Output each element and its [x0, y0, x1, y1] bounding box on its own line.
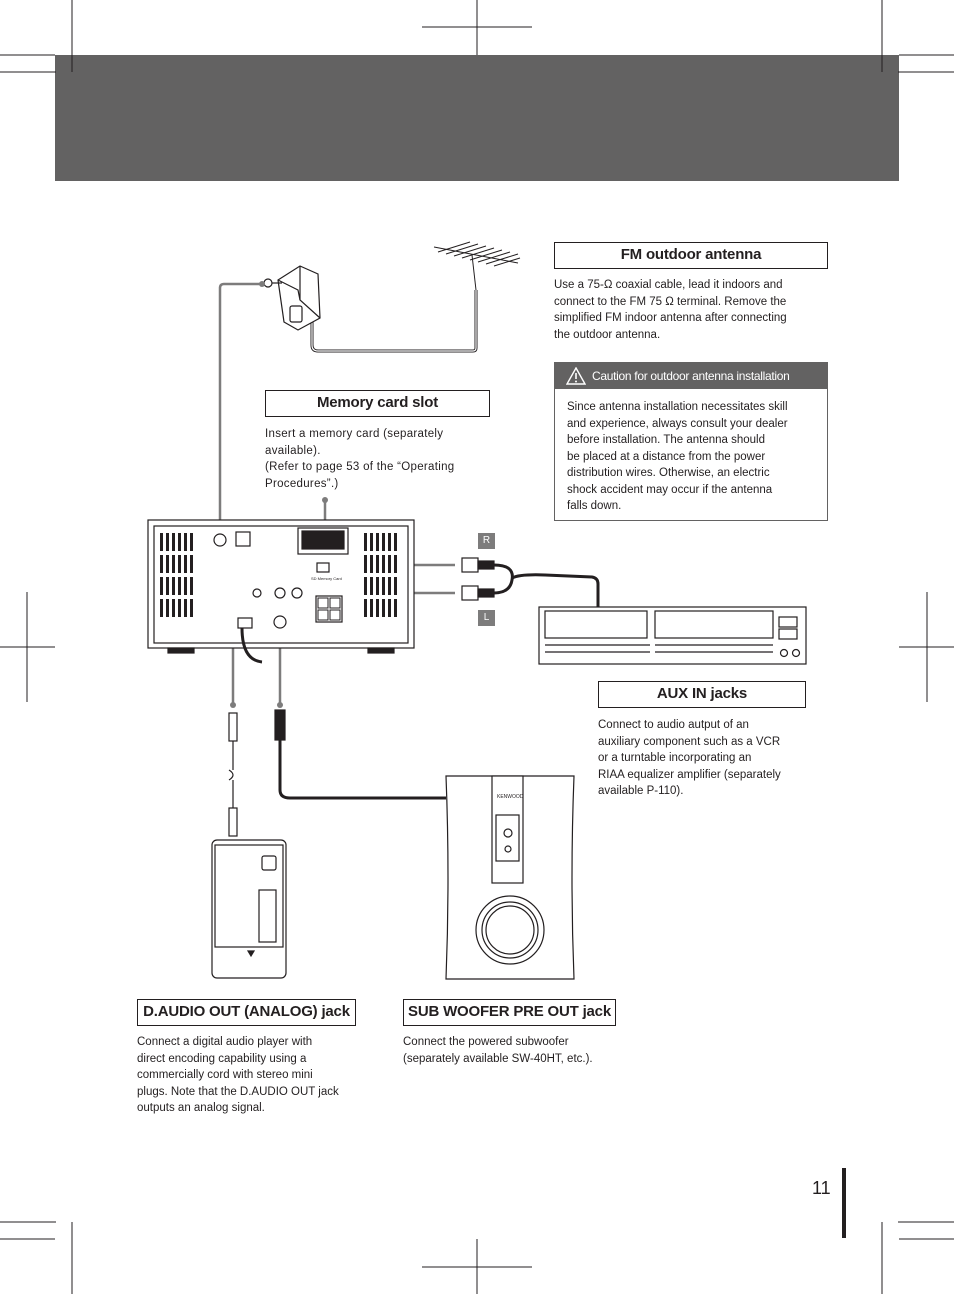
d-audio-out-heading: D.AUDIO OUT (ANALOG) jack	[137, 999, 356, 1026]
subwoofer-icon	[445, 775, 575, 980]
caution-box: Caution for outdoor antenna installation…	[554, 362, 828, 521]
slot-label: SD Memory Card	[311, 576, 342, 581]
right-channel-tag: R	[478, 533, 495, 549]
antenna-adapter-icon	[263, 265, 321, 331]
vcr-icon	[538, 606, 807, 665]
rca-plugs	[461, 557, 495, 601]
subwoofer-plug	[274, 709, 286, 741]
unit-jacks	[213, 533, 303, 629]
main-unit-rear	[147, 519, 415, 654]
sub-woofer-text: Connect the powered subwoofer (separatel…	[403, 1036, 593, 1065]
left-channel-tag: L	[478, 610, 495, 626]
speaker-brand: KENWOOD	[497, 794, 524, 800]
fm-antenna-heading: FM outdoor antenna	[554, 242, 828, 269]
outdoor-antenna-icon	[433, 241, 521, 291]
d-audio-out-text: Connect a digital audio player with dire…	[137, 1036, 339, 1114]
fm-antenna-text: Use a 75-Ω coaxial cable, lead it indoor…	[554, 279, 787, 341]
warning-triangle-icon	[566, 367, 586, 385]
memory-card-text: Insert a memory card (separately availab…	[265, 428, 455, 490]
aux-in-heading: AUX IN jacks	[598, 681, 806, 708]
page-rule	[842, 1168, 846, 1238]
sub-woofer-heading: SUB WOOFER PRE OUT jack	[403, 999, 616, 1026]
antenna-cable	[310, 290, 478, 353]
caution-title: Caution for outdoor antenna installation	[555, 363, 827, 389]
mini-plug-cable	[228, 712, 238, 837]
header-band	[55, 55, 899, 181]
aux-in-text: Connect to audio autput of an auxiliary …	[598, 719, 781, 797]
audio-player-icon	[211, 839, 287, 979]
caution-text: Since antenna installation necessitates …	[567, 401, 788, 512]
vent-slots	[160, 533, 397, 621]
memory-card-heading: Memory card slot	[265, 390, 490, 417]
page-number: 11	[812, 1178, 831, 1198]
